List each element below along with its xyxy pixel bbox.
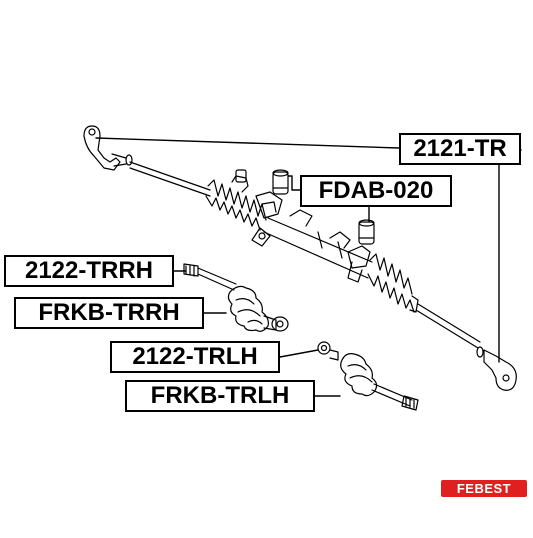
label-boot-left: FRKB-TRLH (125, 380, 315, 412)
brand-logo: FEBEST (441, 480, 527, 497)
leader-2121-right (498, 149, 522, 363)
inner-tie-rod-left (317, 341, 339, 361)
label-tie-rod-end: 2121-TR (399, 133, 521, 165)
rack-boot-left (340, 353, 419, 411)
label-bushing: FDAB-020 (300, 175, 452, 207)
label-boot-right: FRKB-TRRH (14, 297, 204, 329)
bushing-lower (358, 219, 375, 245)
steering-rack (129, 161, 481, 349)
bushing-upper (272, 169, 289, 195)
leader-fdab-top (287, 175, 301, 191)
label-inner-rod-left: 2122-TRLH (110, 341, 280, 373)
rack-boot-right (227, 285, 289, 332)
inner-tie-rod-right (183, 263, 237, 291)
tie-rod-end-left (83, 125, 133, 171)
tie-rod-end-right (476, 346, 517, 391)
leader-2121-left (95, 137, 400, 149)
leader-2122-left (279, 349, 319, 358)
label-inner-rod-right: 2122-TRRH (4, 255, 174, 287)
